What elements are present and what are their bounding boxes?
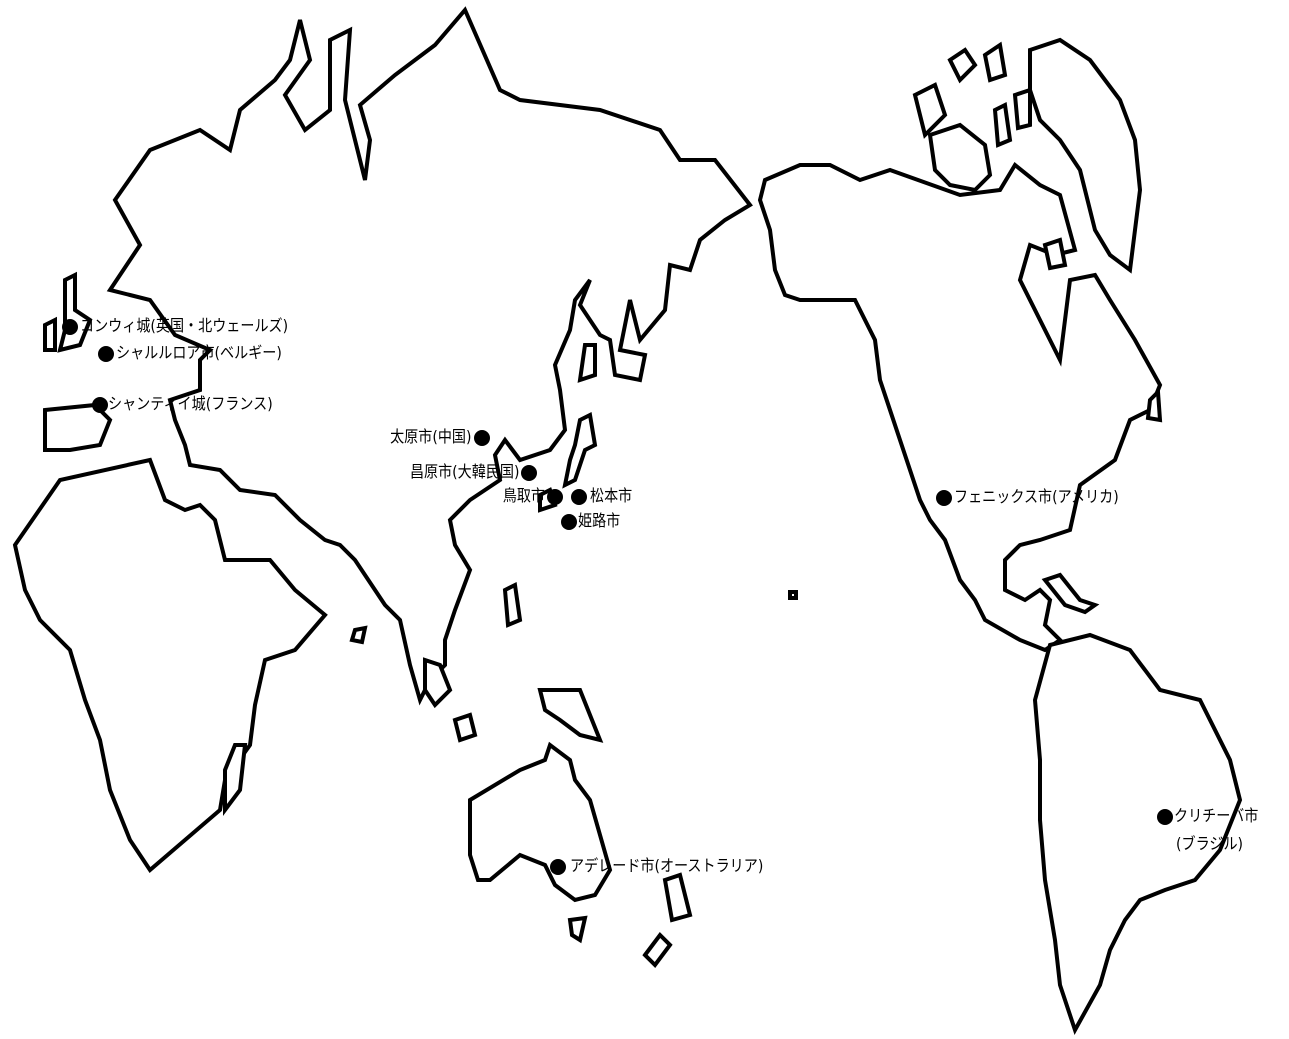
- landmass-africa: [12, 457, 328, 873]
- label-chantilly: シャンティイ城(フランス): [108, 394, 273, 413]
- landmass-baffin: [927, 122, 993, 193]
- label-matsumoto: 松本市: [590, 486, 633, 505]
- marker-charleroi: [98, 346, 114, 362]
- marker-changwon: [521, 465, 537, 481]
- landmass-japan-honshu: [562, 412, 598, 489]
- landmass-britain: [57, 271, 93, 353]
- landmass-arctic-4: [992, 101, 1013, 148]
- landmass-sri-lanka: [349, 625, 368, 645]
- landmass-borneo: [423, 657, 453, 709]
- landmass-nz-south: [642, 931, 673, 969]
- label-taiyuan: 太原市(中国): [389, 427, 471, 446]
- label-adelaide: アデレード市(オーストラリア): [570, 856, 764, 875]
- marker-conwy: [62, 319, 78, 335]
- label-phoenix: フェニックス市(アメリカ): [954, 487, 1119, 506]
- landmass-nz-north: [662, 872, 693, 923]
- landmass-australia: [468, 741, 613, 903]
- landmass-arctic-2: [947, 47, 978, 84]
- marker-tottori: [547, 489, 563, 505]
- landmass-arctic-5: [1012, 87, 1032, 131]
- marker-phoenix: [936, 490, 952, 506]
- landmass-hudson-island: [1042, 237, 1068, 271]
- label-changwon: 昌原市(大韓民国): [409, 462, 519, 481]
- landmass-japan-hokkaido: [577, 343, 597, 383]
- label-curitiba: クリチーバ市: [1174, 806, 1259, 825]
- landmass-arctic-3: [982, 41, 1008, 83]
- landmass-tasmania: [567, 915, 588, 944]
- landmass-cuba: [1041, 572, 1100, 615]
- landmass-newfoundland: [1145, 387, 1163, 423]
- landmass-north-america: [757, 162, 1163, 653]
- label-tottori: 鳥取市: [502, 486, 545, 505]
- marker-adelaide: [550, 859, 566, 875]
- landmass-philippines: [502, 581, 523, 628]
- label-charleroi: シャルルロア市(ベルギー): [116, 343, 282, 362]
- landmass-hawaii: [788, 590, 798, 600]
- label-himeji: 姫路市: [578, 511, 621, 530]
- marker-chantilly: [92, 397, 108, 413]
- landmass-south-america: [1032, 632, 1243, 1035]
- landmass-new-guinea: [537, 688, 604, 743]
- marker-himeji: [561, 514, 577, 530]
- marker-taiyuan: [474, 430, 490, 446]
- landmass-eurasia: [106, 6, 753, 706]
- marker-curitiba: [1157, 809, 1173, 825]
- label-curitiba-country: (ブラジル): [1176, 834, 1244, 853]
- landmass-ireland: [43, 316, 57, 352]
- label-conwy: コンウィ城(英国・北ウェールズ): [80, 316, 289, 335]
- landmass-madagascar: [223, 743, 248, 816]
- landmass-arctic-1: [912, 82, 948, 139]
- landmass-greenland: [1028, 37, 1143, 274]
- marker-matsumoto: [571, 489, 587, 505]
- landmass-sulawesi: [452, 712, 478, 743]
